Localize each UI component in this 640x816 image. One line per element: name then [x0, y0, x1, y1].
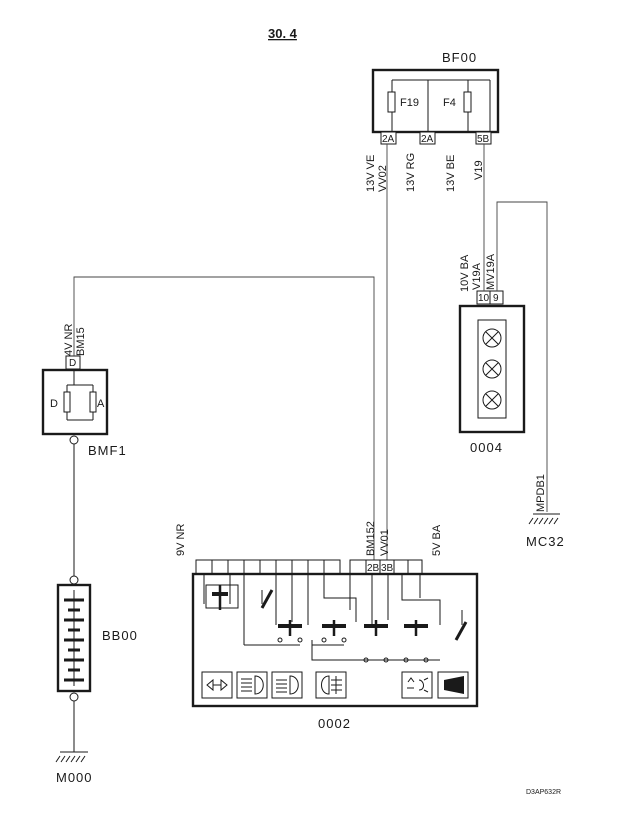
ground-m000: M000 — [55, 701, 93, 785]
fuse-f4-label: F4 — [443, 97, 456, 109]
lamp-icon — [482, 390, 502, 410]
ground-mc32: MPDB1 MC32 — [526, 474, 565, 549]
module-label: BMF1 — [88, 443, 127, 458]
wire-bm15: BM15 — [75, 327, 87, 356]
fuse-f19 — [387, 91, 396, 113]
pin-9: 9 — [493, 293, 499, 304]
wire-v19a: V19A — [471, 262, 483, 290]
pin-d-top: D — [69, 358, 76, 369]
hazard-icon — [401, 671, 433, 699]
wire-4v-nr: 4V NR — [63, 324, 75, 356]
battery-bb00: BB00 — [56, 444, 138, 702]
wire-vv02: VV02 — [377, 165, 389, 192]
wire-vv01: VV01 — [379, 529, 391, 556]
rear-fog-icon — [315, 671, 347, 699]
wire-13v-be: 13V BE — [445, 155, 457, 192]
ground-right-label: MC32 — [526, 534, 565, 549]
horn-icon — [437, 671, 469, 699]
switch-panel-0002: 9V NR BM152 VV01 5V BA 2B 3B — [175, 521, 479, 731]
low-beam-icon — [236, 671, 268, 699]
lamp-unit-0004: 10V BA V19A MV19A 10 9 0004 — [458, 253, 526, 455]
fusebox-label: BF00 — [442, 50, 477, 65]
reference-code: D3AP632R — [526, 789, 561, 796]
module-side-d: D — [50, 398, 58, 410]
wires — [73, 144, 548, 562]
wire-10v-ba: 10V BA — [459, 254, 471, 292]
pin-2a-right: 2A — [421, 134, 434, 145]
lamp-icon — [482, 328, 502, 348]
wire-v19: V19 — [473, 160, 485, 180]
fuse-f4 — [463, 91, 472, 113]
battery-label: BB00 — [102, 628, 138, 643]
wire-13v-ve: 13V VE — [365, 155, 377, 192]
pin-10: 10 — [478, 293, 490, 304]
wire-5v-ba: 5V BA — [431, 524, 443, 556]
pin-2a-left: 2A — [382, 134, 395, 145]
lamp-unit-label: 0004 — [470, 440, 503, 455]
module-bmf1: 4V NR BM15 D D A BMF1 — [41, 324, 127, 458]
module-side-a: A — [97, 398, 105, 410]
fuse-f19-label: F19 — [400, 97, 419, 109]
wire-mv19a: MV19A — [485, 253, 497, 290]
wire-mpdb1: MPDB1 — [535, 474, 547, 512]
switch-panel-label: 0002 — [318, 716, 351, 731]
lamp-icon — [482, 359, 502, 379]
wire-bm152: BM152 — [365, 521, 377, 556]
pin-5b: 5B — [477, 134, 490, 145]
fusebox-bf00: BF00 F19 F4 2A 2A 5B — [371, 50, 500, 145]
page-title: 30. 4 — [268, 26, 298, 41]
high-beam-icon — [271, 671, 303, 699]
pin-3b: 3B — [381, 563, 394, 574]
wire-13v-rg: 13V RG — [405, 153, 417, 192]
ground-left-label: M000 — [56, 770, 93, 785]
wire-9v-nr: 9V NR — [175, 524, 187, 556]
turn-signal-icon — [201, 671, 233, 699]
pin-2b: 2B — [367, 563, 380, 574]
